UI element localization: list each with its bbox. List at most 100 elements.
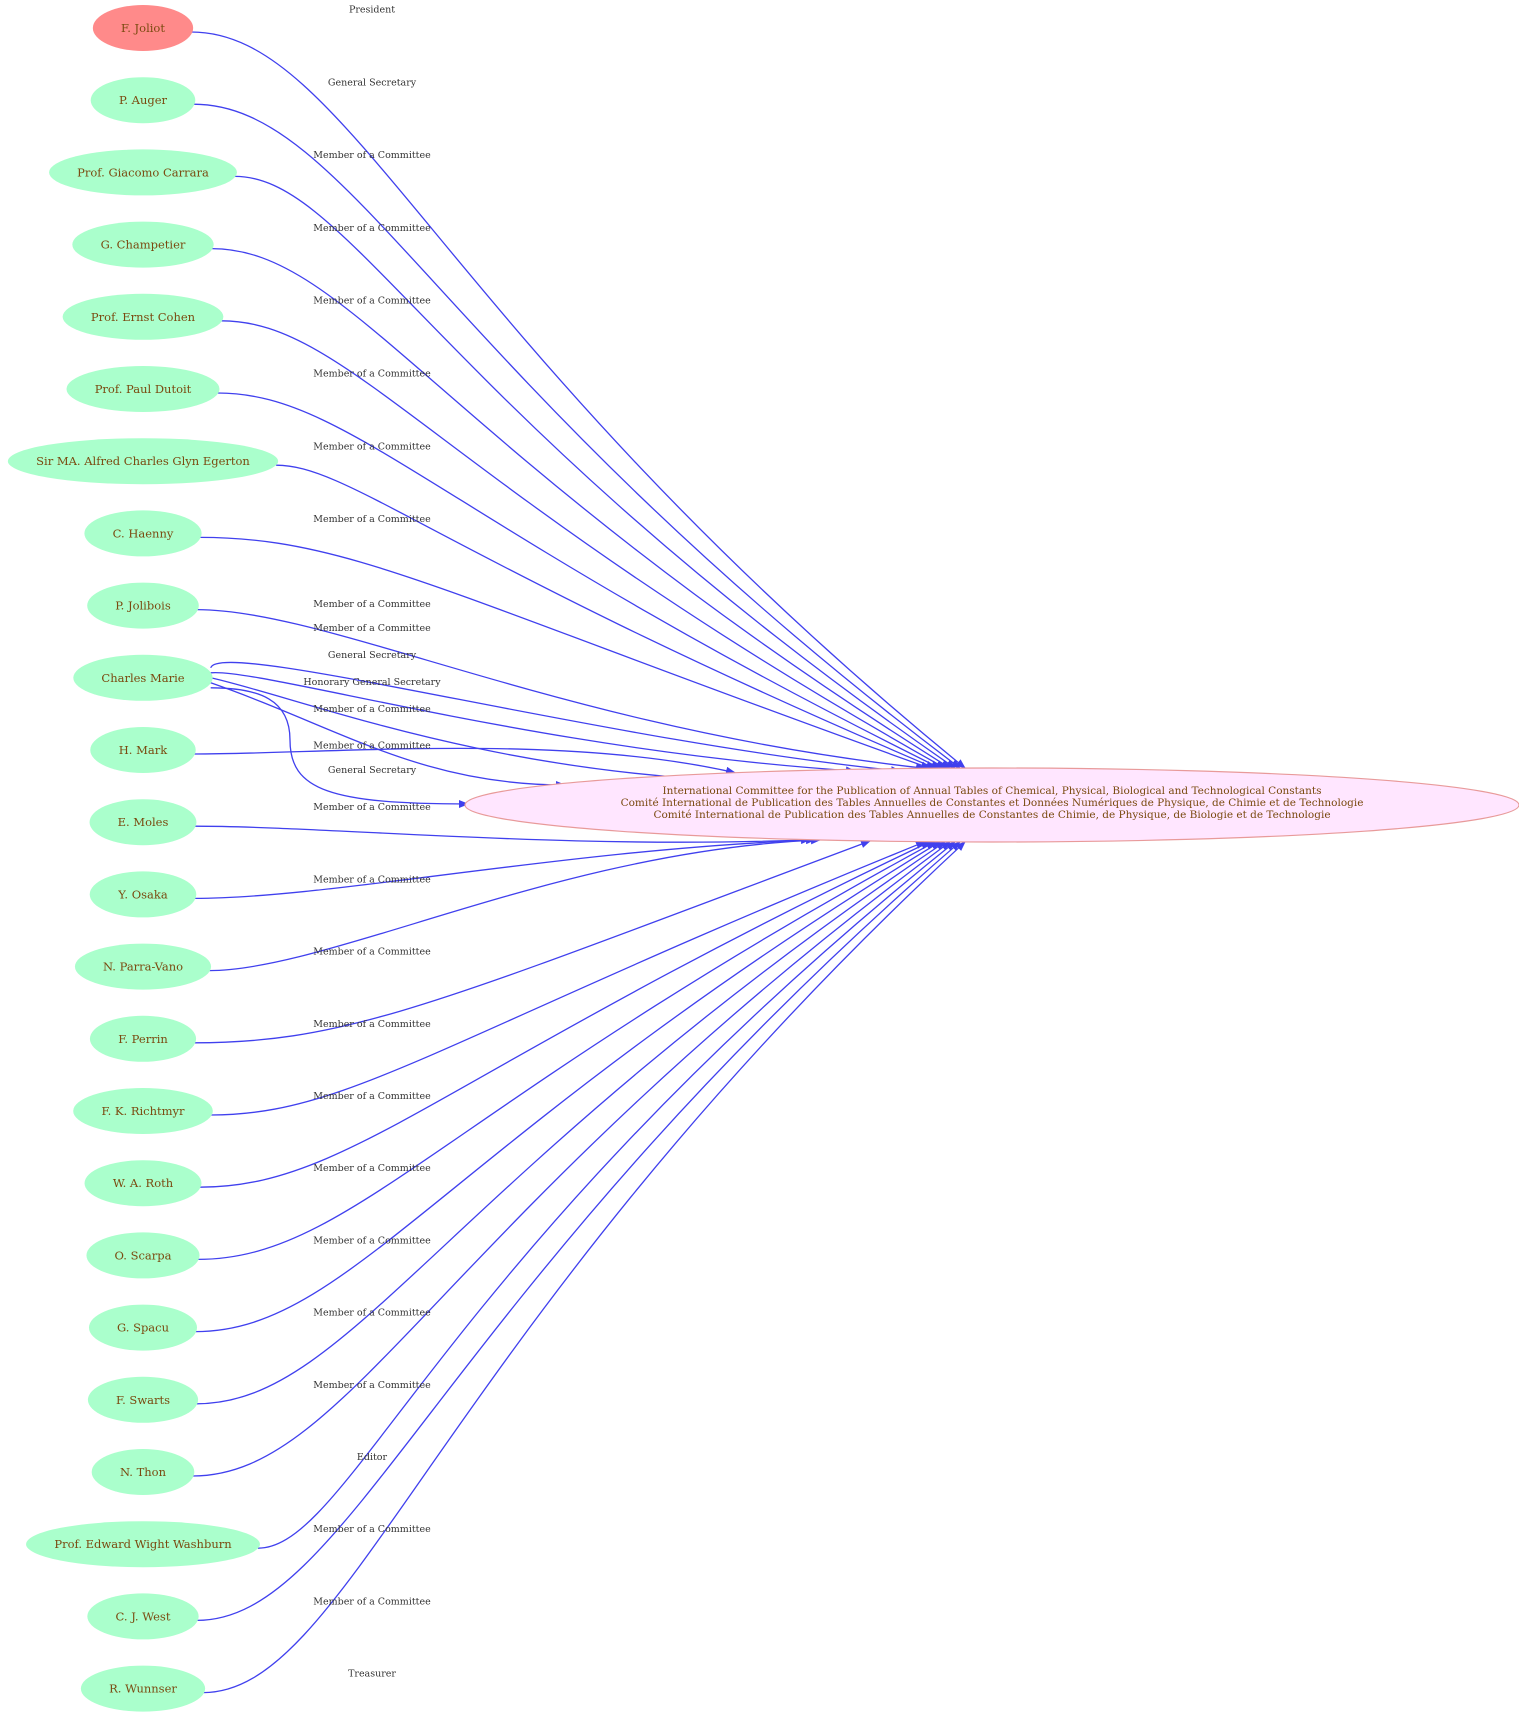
person-ellipse[interactable] (89, 871, 197, 918)
person-node-prof-ernst-cohen[interactable]: Prof. Ernst Cohen (62, 293, 224, 340)
edge-charles-marie-2 (210, 677, 741, 785)
person-name: Prof. Giacomo Carrara (77, 165, 209, 179)
edge-label-role: Member of a Committee (313, 874, 431, 885)
edge-label-role: Honorary General Secretary (303, 677, 441, 688)
edge-f-perrin-0 (194, 840, 871, 1044)
edge-w-a-roth-0 (199, 841, 931, 1188)
person-ellipse[interactable] (87, 582, 199, 629)
person-node-prof-edward-wight-washburn[interactable]: Prof. Edward Wight Washburn (26, 1521, 260, 1568)
person-node-y-osaka[interactable]: Y. Osaka (89, 871, 197, 918)
person-node-r-wunnser[interactable]: R. Wunnser (80, 1665, 206, 1712)
edge-label-role: Member of a Committee (313, 369, 431, 380)
person-ellipse[interactable] (84, 1160, 202, 1207)
person-node-c-haenny[interactable]: C. Haenny (84, 510, 202, 557)
person-ellipse[interactable] (90, 727, 196, 773)
edges-layer (191, 31, 966, 1694)
person-name: F. Swarts (116, 1393, 170, 1407)
organization-node[interactable]: International Committee for the Publicat… (464, 767, 1519, 843)
person-ellipse[interactable] (87, 1593, 199, 1640)
organization-name-fr-1: Comité International de Publication des … (621, 797, 1364, 809)
edge-label-role: Member of a Committee (313, 704, 431, 715)
edge-label-role: Member of a Committee (313, 623, 431, 634)
person-ellipse[interactable] (80, 1665, 206, 1712)
edge-n-thon-0 (192, 841, 951, 1477)
person-node-f-swarts[interactable]: F. Swarts (87, 1376, 199, 1423)
person-ellipse[interactable] (7, 438, 279, 485)
person-name: C. J. West (116, 1609, 171, 1623)
person-name: G. Champetier (101, 238, 186, 252)
person-name: Prof. Edward Wight Washburn (54, 1537, 232, 1551)
person-ellipse[interactable] (89, 1015, 197, 1062)
edge-label-role: General Secretary (328, 765, 417, 776)
edge-label-role: Member of a Committee (313, 599, 431, 610)
organization-ellipse[interactable] (464, 767, 1519, 843)
person-node-prof-giacomo-carrara[interactable]: Prof. Giacomo Carrara (49, 149, 237, 196)
person-node-n-parra-vano[interactable]: N. Parra-Vano (74, 943, 212, 990)
edge-c-j-west-0 (196, 841, 961, 1622)
person-node-o-scarpa[interactable]: O. Scarpa (86, 1232, 200, 1279)
person-name: W. A. Roth (113, 1176, 174, 1190)
person-ellipse[interactable] (89, 799, 197, 846)
edge-charles-marie-0 (210, 661, 901, 775)
person-ellipse[interactable] (72, 221, 214, 268)
person-node-e-moles[interactable]: E. Moles (89, 799, 197, 846)
person-ellipse[interactable] (92, 5, 194, 51)
person-name: N. Parra-Vano (103, 960, 183, 974)
person-ellipse[interactable] (73, 654, 213, 701)
edge-label-role: Member of a Committee (313, 1524, 431, 1535)
person-node-f-perrin[interactable]: F. Perrin (89, 1015, 197, 1062)
edge-charles-marie-4 (210, 687, 469, 808)
edge-e-moles-0 (194, 825, 811, 845)
edge-g-spacu-0 (195, 841, 941, 1333)
person-ellipse[interactable] (66, 366, 220, 412)
edge-label-role: Member of a Committee (313, 1235, 431, 1246)
person-node-charles-marie[interactable]: Charles Marie (73, 654, 213, 701)
person-ellipse[interactable] (90, 77, 196, 124)
person-ellipse[interactable] (74, 943, 212, 990)
person-ellipse[interactable] (62, 293, 224, 340)
person-node-p-auger[interactable]: P. Auger (90, 77, 196, 124)
edge-label-role: Member of a Committee (313, 1091, 431, 1102)
person-node-n-thon[interactable]: N. Thon (91, 1449, 195, 1495)
person-name: N. Thon (120, 1465, 167, 1479)
person-name: P. Auger (119, 93, 168, 107)
person-name: F. Perrin (118, 1032, 168, 1046)
person-node-f-joliot[interactable]: F. Joliot (92, 5, 194, 51)
person-node-sir-ma-alfred-charles-glyn-egerton[interactable]: Sir MA. Alfred Charles Glyn Egerton (7, 438, 279, 485)
edge-f-swarts-0 (196, 841, 946, 1405)
person-ellipse[interactable] (86, 1232, 200, 1279)
person-ellipse[interactable] (49, 149, 237, 196)
edge-sir-ma-alfred-charles-glyn-egerton-0 (276, 464, 936, 769)
person-ellipse[interactable] (26, 1521, 260, 1568)
person-name: F. K. Richtmyr (101, 1104, 185, 1118)
person-ellipse[interactable] (87, 1376, 199, 1423)
person-node-prof-paul-dutoit[interactable]: Prof. Paul Dutoit (66, 366, 220, 412)
person-name: Sir MA. Alfred Charles Glyn Egerton (36, 454, 250, 468)
edge-label-role: Member of a Committee (313, 441, 431, 452)
person-ellipse[interactable] (73, 1088, 213, 1134)
person-ellipse[interactable] (88, 1304, 198, 1351)
person-node-g-spacu[interactable]: G. Spacu (88, 1304, 198, 1351)
person-name: Charles Marie (101, 671, 184, 685)
edge-h-mark-0 (193, 747, 736, 775)
person-ellipse[interactable] (91, 1449, 195, 1495)
edge-prof-giacomo-carrara-0 (234, 175, 956, 769)
person-node-h-mark[interactable]: H. Mark (90, 727, 196, 773)
person-name: F. Joliot (121, 21, 165, 35)
edge-n-parra-vano-0 (209, 836, 821, 972)
edge-f-k-richtmyr-0 (210, 841, 926, 1116)
person-node-w-a-roth[interactable]: W. A. Roth (84, 1160, 202, 1207)
edge-p-auger-0 (193, 103, 961, 769)
edge-p-jolibois-0 (196, 608, 926, 772)
edge-f-joliot-0 (191, 31, 966, 769)
person-ellipse[interactable] (84, 510, 202, 557)
person-node-p-jolibois[interactable]: P. Jolibois (87, 582, 199, 629)
edge-label-role: Member of a Committee (313, 740, 431, 751)
person-node-g-champetier[interactable]: G. Champetier (72, 221, 214, 268)
person-node-f-k-richtmyr[interactable]: F. K. Richtmyr (73, 1088, 213, 1134)
edge-r-wunnser-0 (203, 841, 966, 1694)
person-node-c-j-west[interactable]: C. J. West (87, 1593, 199, 1640)
